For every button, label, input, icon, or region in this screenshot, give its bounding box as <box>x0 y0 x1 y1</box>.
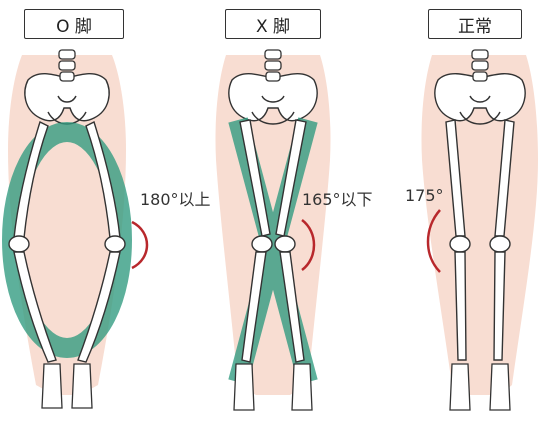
femurs <box>239 119 307 237</box>
spine <box>58 49 76 82</box>
spine <box>471 49 489 82</box>
feet <box>41 363 93 409</box>
feet <box>233 363 313 411</box>
panel-normal <box>421 49 538 411</box>
angle-arc <box>131 220 149 270</box>
title-x-leg: X 脚 <box>225 9 321 39</box>
angle-label-o-leg: 180°以上 <box>140 190 211 209</box>
angle-label-normal: 175° <box>405 186 444 205</box>
knees <box>251 235 296 253</box>
tibias <box>13 251 121 363</box>
tibias <box>454 251 506 361</box>
feet <box>449 363 511 411</box>
panel-o-leg <box>2 49 149 409</box>
title-normal: 正常 <box>428 9 522 39</box>
angle-label-x-leg: 165°以下 <box>302 190 373 209</box>
tibias <box>241 251 305 363</box>
angle-arc <box>426 209 441 273</box>
knees <box>449 235 511 253</box>
title-o-leg: O 脚 <box>24 9 124 39</box>
angle-arc <box>301 219 316 271</box>
spine <box>264 49 282 82</box>
panel-x-leg <box>215 49 331 411</box>
femurs <box>445 119 515 237</box>
